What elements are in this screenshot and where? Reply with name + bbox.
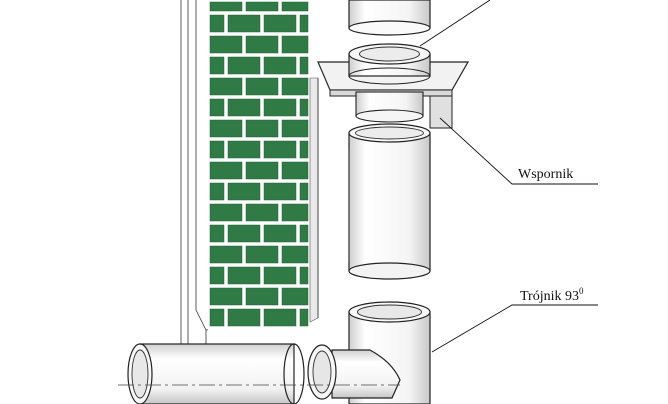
brick: [245, 245, 279, 264]
brick: [227, 56, 261, 75]
brick: [281, 161, 309, 180]
brick: [209, 35, 243, 54]
brick: [299, 308, 309, 327]
brick: [227, 308, 261, 327]
tee-degree-sup: 0: [579, 286, 584, 296]
brick: [245, 119, 279, 138]
brick: [209, 1, 243, 12]
brick: [299, 98, 309, 117]
brick: [263, 14, 297, 33]
brick: [245, 203, 279, 222]
brick: [281, 245, 309, 264]
brick: [209, 77, 243, 96]
brick: [263, 56, 297, 75]
brick: [209, 224, 225, 243]
top-pipe-section: [348, 0, 431, 36]
brick: [263, 98, 297, 117]
brick: [263, 140, 297, 159]
brick: [245, 1, 279, 12]
brick: [245, 77, 279, 96]
wall-side-face: [309, 77, 319, 323]
brick-wall: [208, 0, 310, 332]
brick: [299, 224, 309, 243]
brick: [227, 140, 261, 159]
tee-label-text: Trójnik 93: [520, 289, 579, 304]
wall-bracket: [317, 43, 470, 129]
brick: [281, 287, 309, 306]
brick: [209, 140, 225, 159]
brick: [209, 56, 225, 75]
brick: [209, 203, 243, 222]
brick: [245, 287, 279, 306]
brick: [209, 14, 225, 33]
callout-leaders: [419, 0, 598, 353]
brick: [209, 119, 243, 138]
brick: [227, 98, 261, 117]
brick: [209, 98, 225, 117]
brick: [281, 203, 309, 222]
brick: [227, 182, 261, 201]
brick: [263, 266, 297, 285]
middle-pipe-section: [348, 123, 431, 280]
bracket-label: Wspornik: [518, 167, 573, 182]
brick: [227, 266, 261, 285]
brick: [281, 35, 309, 54]
brick: [299, 140, 309, 159]
brick: [245, 35, 279, 54]
brick: [281, 77, 309, 96]
brick: [209, 266, 225, 285]
brick: [263, 182, 297, 201]
brick: [299, 182, 309, 201]
brick: [299, 266, 309, 285]
brick: [299, 56, 309, 75]
brick: [299, 14, 309, 33]
tee-label: Trójnik 930: [520, 286, 584, 304]
brick: [209, 245, 243, 264]
brick: [209, 308, 225, 327]
brick: [281, 1, 309, 12]
brick: [263, 224, 297, 243]
tee-fitting: [307, 301, 431, 404]
brick: [227, 14, 261, 33]
brick: [209, 287, 243, 306]
horizontal-pipe-section: [118, 343, 400, 404]
brick: [209, 161, 243, 180]
brick: [227, 224, 261, 243]
brick: [209, 182, 225, 201]
brick: [263, 308, 297, 327]
brick: [281, 119, 309, 138]
brick: [245, 161, 279, 180]
